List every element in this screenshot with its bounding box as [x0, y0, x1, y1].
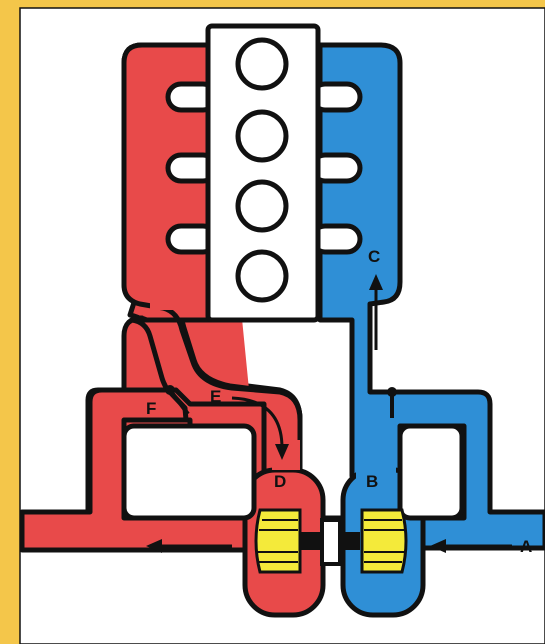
cylinder	[235, 37, 289, 91]
label-f: F	[146, 399, 156, 418]
arrow-e-line	[231, 396, 284, 449]
shaft-bearing	[320, 518, 342, 566]
compressor-wheel	[360, 508, 408, 574]
flow-arrows	[146, 274, 512, 553]
cylinder	[235, 179, 289, 233]
blowoff-valve	[387, 387, 397, 418]
label-e: E	[210, 387, 221, 406]
cylinder	[235, 249, 289, 303]
compressor-neck	[356, 465, 396, 479]
arrow-outlet-icon	[146, 539, 162, 553]
engine-block	[205, 23, 321, 323]
label-c: C	[368, 247, 380, 266]
wastegate-valve	[165, 385, 190, 416]
cylinders	[235, 37, 289, 303]
label-d: D	[274, 472, 286, 491]
label-b: B	[366, 472, 378, 491]
intake-loop-window	[397, 423, 465, 521]
cylinder	[235, 109, 289, 163]
arrow-e-icon	[275, 444, 289, 460]
intake-runners	[309, 81, 363, 255]
arrow-a-icon	[430, 539, 446, 553]
exhaust-loop-window	[121, 423, 257, 521]
arrow-c-icon	[369, 274, 383, 290]
turbine-wheel	[254, 508, 302, 574]
label-a: A	[520, 537, 532, 556]
